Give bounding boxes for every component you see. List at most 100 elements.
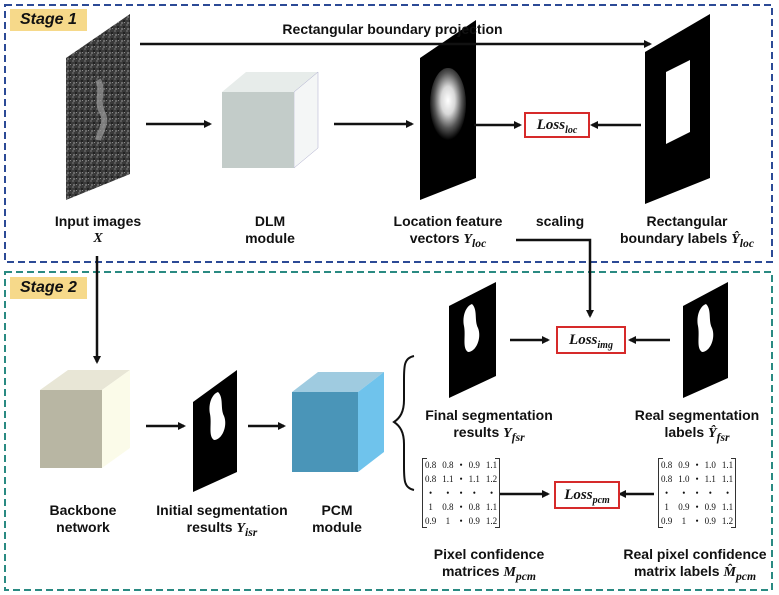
loss-loc-sub: loc [565, 125, 578, 136]
matrix-cell: • [489, 488, 494, 498]
matrix-cell: • [665, 488, 669, 498]
real-pixel-conf-sub: pcm [735, 569, 757, 583]
real-seg-line2: labels [664, 424, 709, 440]
final-seg-line2: results [453, 424, 504, 440]
pixel-conf-var: M [503, 565, 516, 580]
real-seg-label: Real segmentation labels Ŷfsr [622, 407, 772, 446]
loss-img-main: Loss [569, 332, 598, 348]
matrix-cell: 0.8 [442, 460, 454, 470]
matrix-cell: • [459, 516, 463, 526]
matrix-cell: 0.9 [678, 502, 690, 512]
loss-img-box: Lossimg [556, 326, 626, 354]
input-images-line1: Input images [54, 213, 142, 229]
location-feature-line2: vectors [409, 230, 464, 246]
final-seg-shape [463, 304, 480, 352]
matrix-cell: • [459, 474, 463, 484]
matrix-cell: • [708, 488, 712, 498]
matrix-cell: • [429, 488, 433, 498]
final-seg-label: Final segmentation results Yfsr [414, 407, 564, 446]
matrix-cell: • [459, 502, 463, 512]
pixel-conf-line2: matrices [441, 563, 504, 579]
location-feature-label: Location feature vectors Yloc [378, 213, 518, 252]
dlm-line2: module [245, 230, 295, 246]
location-feature-blob [430, 68, 466, 140]
matrix-cell: • [695, 488, 699, 498]
backbone-line1: Backbone [49, 502, 117, 518]
pixel-conf-sub: pcm [515, 569, 536, 583]
matrix-cell: 1.0 [704, 460, 716, 470]
loss-img-sub: img [597, 340, 613, 351]
matrix-cell: 1.1 [704, 474, 716, 484]
matrix-cell: • [695, 460, 699, 470]
matrix-cell: • [682, 488, 686, 498]
matrix-cell: 1.1 [721, 474, 734, 484]
matrix-cell: 1.1 [721, 502, 734, 512]
matrix-cell: 1 [428, 502, 433, 512]
loss-pcm-main: Loss [564, 487, 593, 503]
pcm-label: PCM module [292, 502, 382, 536]
matrix-cell: 1.1 [485, 460, 498, 470]
pixel-conf-line1: Pixel confidence [433, 546, 545, 562]
matrix-cell: 0.9 [704, 516, 716, 526]
matrix-cell: 0.9 [678, 460, 690, 470]
matrix-cell: • [725, 488, 730, 498]
pcm-line2: module [312, 519, 362, 535]
loss-pcm-box: Losspcm [554, 481, 620, 509]
real-seg-line1: Real segmentation [634, 407, 760, 423]
arrow-scaling [516, 238, 594, 318]
real-seg-sub: fsr [716, 430, 730, 444]
matrix-cell: • [446, 488, 450, 498]
matrix-cell: 1.2 [721, 516, 734, 526]
matrix-cell: • [472, 488, 476, 498]
matrix-cell: 0.9 [468, 460, 480, 470]
backbone-cube [40, 370, 130, 468]
initial-seg-line2: results [186, 519, 237, 535]
initial-seg-line1: Initial segmentation [156, 502, 288, 518]
real-pixel-conf-var: M̂ [723, 565, 736, 580]
location-feature-sub: loc [472, 236, 487, 250]
location-feature-var: Y [463, 232, 472, 247]
matrix-cell: • [695, 516, 699, 526]
initial-seg-var: Y [236, 521, 246, 536]
input-image-lesion [95, 78, 108, 141]
rect-boundary-var: Ŷ [731, 232, 740, 247]
matrix-cell: • [459, 460, 463, 470]
backbone-line2: network [56, 519, 110, 535]
backbone-label: Backbone network [30, 502, 136, 536]
loss-pcm-sub: pcm [592, 495, 610, 506]
matrix-cell: 1.1 [468, 474, 480, 484]
stage1-tag: Stage 1 [10, 9, 87, 31]
matrix-cell: 1.2 [485, 516, 498, 526]
pixel-conf-label: Pixel confidence matrices Mpcm [414, 546, 564, 585]
real-pixel-conf-label: Real pixel confidence matrix labels M̂pc… [614, 546, 776, 585]
input-images-label: Input images X [30, 213, 166, 247]
rect-boundary-line1: Rectangular [646, 213, 728, 229]
rect-boundary-line2: boundary labels [619, 230, 732, 246]
matrix-cell: 1.0 [678, 474, 690, 484]
stage2-tag: Stage 2 [10, 277, 87, 299]
matrix-cell: 0.9 [468, 516, 480, 526]
dlm-cube [222, 71, 319, 169]
dlm-line1: DLM [254, 213, 286, 229]
matrix-cell: 0.8 [661, 460, 673, 470]
final-seg-line1: Final segmentation [425, 407, 553, 423]
real-seg-shape [697, 304, 714, 352]
initial-seg-sub: isr [245, 525, 258, 539]
real-seg-var: Ŷ [708, 426, 717, 441]
stage1-frame [4, 4, 773, 263]
matrix-cell: 0.8 [468, 502, 480, 512]
matrix-row: ••••• [422, 486, 500, 500]
matrix-cell: 0.9 [661, 516, 673, 526]
rect-boundary-sub: loc [739, 236, 755, 250]
final-seg-var: Y [503, 426, 512, 441]
final-seg-sub: fsr [511, 430, 525, 444]
initial-seg-label: Initial segmentation results Yisr [142, 502, 302, 541]
